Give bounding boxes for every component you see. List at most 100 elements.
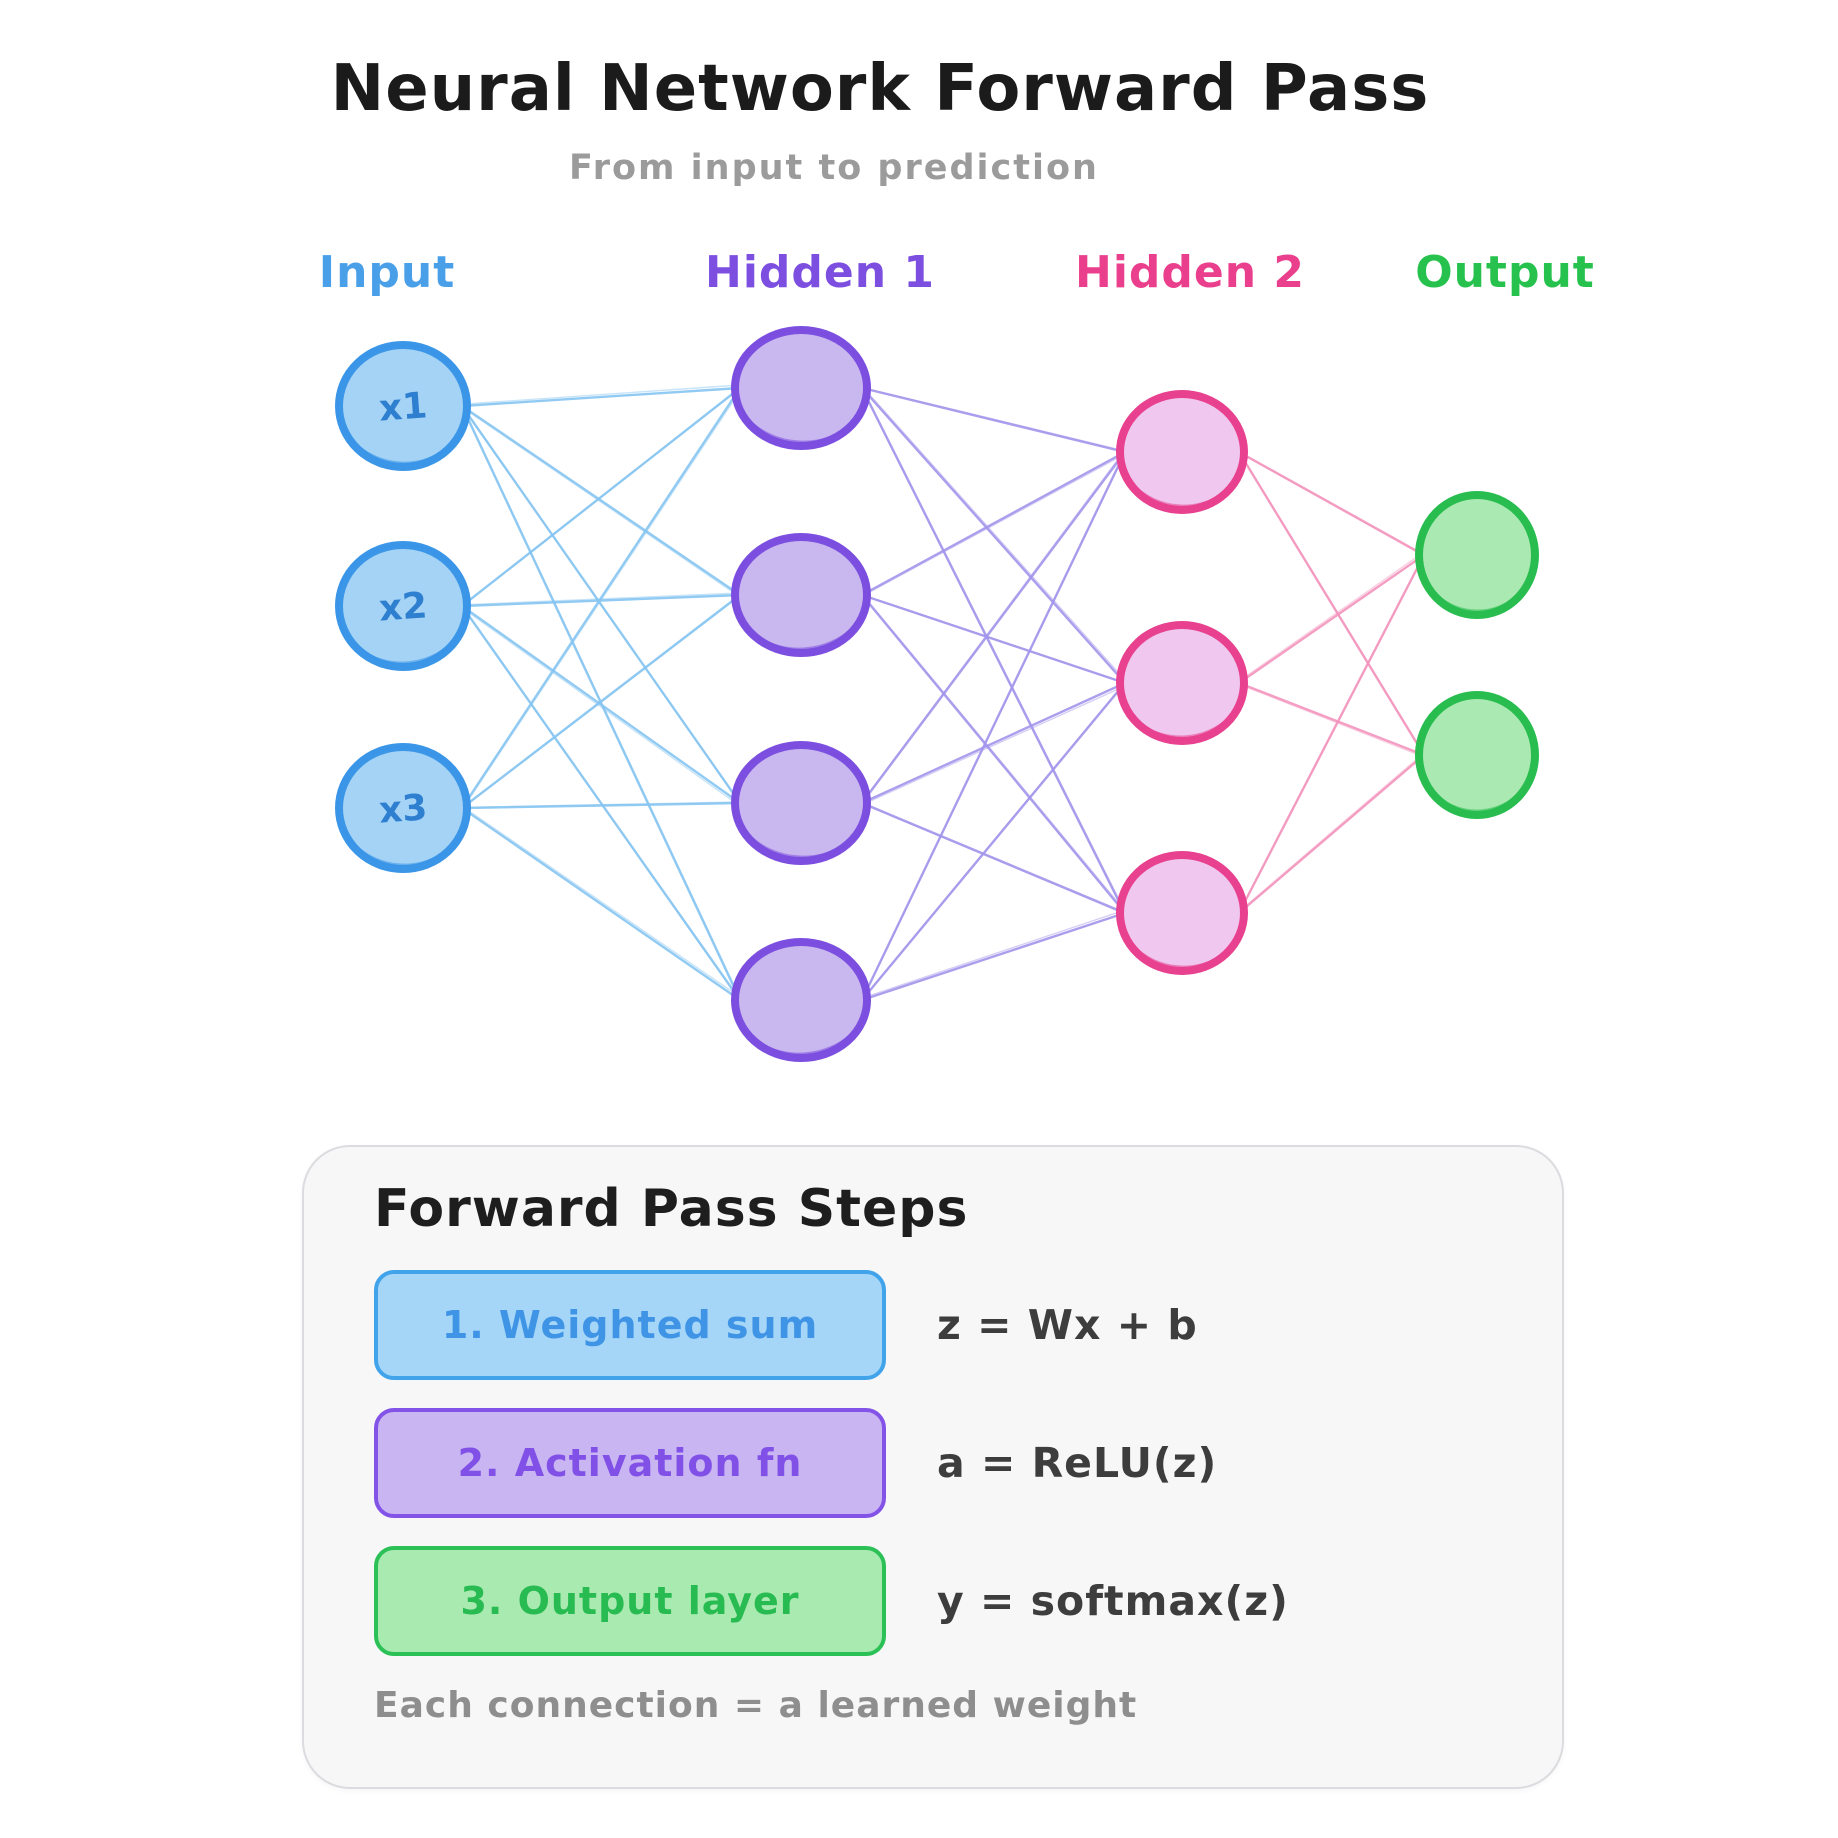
edge-hidden1-4-to-hidden2-1 — [860, 450, 1127, 1002]
node-input-2: x2 — [335, 541, 471, 671]
edge-hidden2-2-to-output-1 — [1237, 553, 1426, 685]
edge-sketch-hidden2-3-to-output-1 — [1238, 554, 1425, 914]
edge-sketch-input-3-to-hidden1-4 — [461, 805, 741, 998]
page-title: Neural Network Forward Pass — [330, 52, 1430, 126]
edge-hidden2-1-to-output-2 — [1237, 450, 1426, 757]
edge-sketch-hidden1-2-to-hidden2-2 — [861, 594, 1126, 684]
step-row-2: 2. Activation fn a = ReLU(z) — [304, 1408, 1562, 1518]
edge-sketch-input-2-to-hidden1-3 — [461, 607, 741, 807]
edge-input-3-to-hidden1-4 — [460, 806, 742, 1002]
edge-sketch-input-1-to-hidden1-1 — [461, 384, 741, 405]
edge-hidden2-3-to-output-2 — [1237, 753, 1426, 915]
edge-sketch-hidden2-1-to-output-1 — [1238, 451, 1425, 557]
node-hidden1-1 — [731, 326, 871, 450]
layer-input: Input x1 x2 x3 — [319, 247, 471, 873]
node-input-3: x3 — [335, 743, 471, 873]
node-label-input-3: x3 — [378, 787, 429, 831]
panel-title: Forward Pass Steps — [374, 1179, 969, 1239]
edge-sketch-hidden2-3-to-output-2 — [1238, 752, 1425, 913]
node-sketch-ring — [731, 535, 871, 651]
step-row-3: 3. Output layer y = softmax(z) — [304, 1546, 1562, 1656]
step-row-1: 1. Weighted sum z = Wx + b — [304, 1270, 1562, 1380]
panel-footer-note: Each connection = a learned weight — [374, 1685, 1138, 1726]
edge-sketch-hidden2-1-to-output-2 — [1238, 450, 1425, 755]
edge-input-1-to-hidden1-1 — [460, 386, 742, 408]
edge-sketch-input-3-to-hidden1-3 — [461, 801, 741, 809]
edge-hidden1-1-to-hidden2-1 — [860, 386, 1127, 454]
node-sketch-ring — [335, 343, 471, 465]
edge-hidden1-4-to-hidden2-3 — [860, 911, 1127, 1002]
node-sketch-ring — [335, 543, 471, 665]
node-hidden1-4 — [731, 938, 871, 1062]
layer-label-hidden1: Hidden 1 — [705, 247, 935, 298]
edge-sketch-hidden2-2-to-output-2 — [1238, 683, 1425, 758]
node-sketch-ring — [1116, 392, 1248, 508]
edge-hidden1-3-to-hidden2-1 — [860, 450, 1127, 805]
page-subtitle: From input to prediction — [569, 148, 1099, 188]
step-pill-1: 1. Weighted sum — [374, 1270, 886, 1380]
edge-sketch-input-3-to-hidden1-1 — [461, 390, 741, 811]
node-input-1: x1 — [335, 341, 471, 471]
edges-layer — [460, 384, 1426, 1002]
edge-input-1-to-hidden1-2 — [460, 404, 742, 597]
node-sketch-ring — [1116, 623, 1248, 739]
node-sketch-ring — [1415, 493, 1539, 613]
edge-hidden2-3-to-output-1 — [1237, 553, 1426, 915]
node-output-1 — [1415, 491, 1539, 619]
edge-input-3-to-hidden1-3 — [460, 801, 742, 810]
edge-input-2-to-hidden1-3 — [460, 604, 742, 805]
edge-sketch-input-1-to-hidden1-2 — [461, 406, 741, 598]
edge-hidden2-1-to-output-1 — [1237, 450, 1426, 557]
edge-sketch-hidden1-2-to-hidden2-1 — [861, 453, 1126, 597]
node-sketch-ring — [731, 328, 871, 444]
edge-hidden1-3-to-hidden2-2 — [860, 681, 1127, 805]
edge-sketch-hidden1-1-to-hidden2-2 — [861, 385, 1126, 681]
layer-output: Output — [1415, 247, 1595, 819]
edge-hidden1-2-to-hidden2-1 — [860, 450, 1127, 597]
layer-hidden2: Hidden 2 — [1075, 247, 1304, 975]
forward-pass-panel: Forward Pass Steps 1. Weighted sum z = Wx… — [302, 1145, 1564, 1789]
edge-hidden2-2-to-output-2 — [1237, 681, 1426, 757]
edge-sketch-input-2-to-hidden1-1 — [461, 387, 741, 607]
node-hidden2-2 — [1116, 621, 1248, 745]
edge-sketch-hidden1-2-to-hidden2-3 — [861, 593, 1126, 912]
edge-sketch-hidden1-4-to-hidden2-1 — [861, 452, 1126, 1002]
step-pill-2: 2. Activation fn — [374, 1408, 886, 1518]
edge-sketch-hidden1-3-to-hidden2-1 — [861, 449, 1126, 803]
node-sketch-ring — [1415, 693, 1539, 813]
edge-sketch-hidden1-3-to-hidden2-2 — [861, 685, 1126, 806]
edge-input-2-to-hidden1-1 — [460, 386, 742, 608]
node-sketch-ring — [731, 743, 871, 859]
node-output-2 — [1415, 691, 1539, 819]
node-hidden2-1 — [1116, 390, 1248, 514]
edge-hidden1-2-to-hidden2-2 — [860, 593, 1127, 685]
edge-sketch-input-2-to-hidden1-4 — [461, 605, 741, 1002]
edge-hidden1-3-to-hidden2-3 — [860, 801, 1127, 915]
edge-sketch-input-1-to-hidden1-3 — [461, 405, 741, 804]
step-pill-3: 3. Output layer — [374, 1546, 886, 1656]
edge-sketch-input-3-to-hidden1-2 — [461, 595, 741, 810]
edge-input-2-to-hidden1-2 — [460, 593, 742, 608]
edge-hidden1-4-to-hidden2-2 — [860, 681, 1127, 1002]
edge-input-3-to-hidden1-1 — [460, 386, 742, 810]
node-hidden1-2 — [731, 533, 871, 657]
step-formula-2: a = ReLU(z) — [937, 1439, 1218, 1487]
edge-input-2-to-hidden1-4 — [460, 604, 742, 1002]
node-label-input-1: x1 — [378, 385, 429, 429]
edge-sketch-hidden1-4-to-hidden2-3 — [861, 909, 1126, 999]
edge-sketch-hidden1-1-to-hidden2-3 — [861, 388, 1126, 916]
step-formula-1: z = Wx + b — [937, 1301, 1198, 1349]
layer-label-output: Output — [1415, 247, 1595, 298]
edge-sketch-hidden1-3-to-hidden2-3 — [861, 802, 1126, 915]
edge-input-1-to-hidden1-3 — [460, 404, 742, 805]
edge-hidden1-1-to-hidden2-3 — [860, 386, 1127, 915]
edge-sketch-hidden1-1-to-hidden2-1 — [861, 386, 1126, 452]
layer-label-input: Input — [319, 247, 456, 298]
edge-hidden1-2-to-hidden2-3 — [860, 593, 1127, 915]
edge-input-3-to-hidden1-2 — [460, 593, 742, 810]
edge-sketch-hidden1-4-to-hidden2-2 — [861, 681, 1126, 1001]
step-formula-3: y = softmax(z) — [937, 1577, 1289, 1625]
layer-hidden1: Hidden 1 — [705, 247, 935, 1062]
